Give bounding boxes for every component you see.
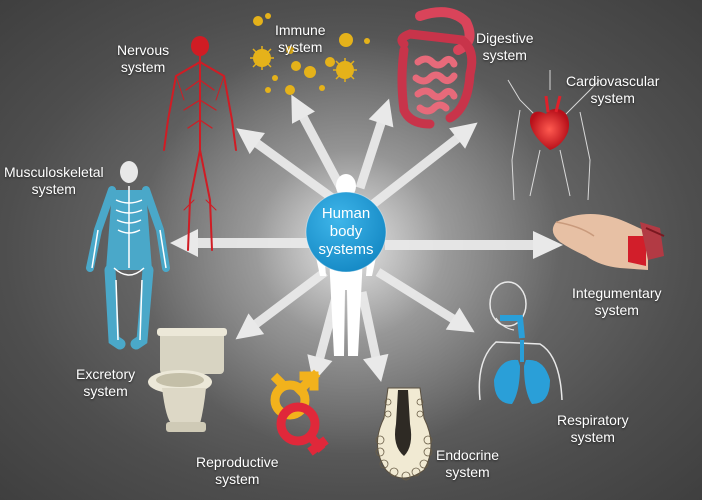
skin-hand-icon (552, 214, 665, 270)
label-musculoskeletal-system: Musculoskeletal system (4, 164, 104, 198)
arrow-endocrine (357, 291, 389, 382)
label-respiratory-line2: system (570, 429, 615, 445)
arrow-respiratory (375, 268, 475, 333)
hub-label-line3: systems (318, 241, 374, 258)
label-excretory-line2: system (83, 383, 128, 399)
label-reproductive-line1: Reproductive (196, 454, 279, 470)
label-digestive-line2: system (482, 47, 527, 63)
label-cardiovascular-line1: Cardiovascular (566, 73, 660, 89)
heart-icon (507, 70, 601, 201)
label-cardiovascular-line2: system (590, 90, 635, 106)
arrow-immune (291, 94, 346, 193)
nervous-system-icon (163, 36, 237, 251)
label-excretory-system: Excretory system (76, 366, 135, 400)
label-immune-line1: Immune (275, 22, 326, 38)
hub-label-line1: Human (321, 205, 371, 222)
label-respiratory-line1: Respiratory (557, 412, 629, 428)
label-integumentary-system: Integumentary system (572, 285, 662, 319)
label-cardiovascular-system: Cardiovascular system (566, 73, 659, 107)
hub-circle (305, 191, 387, 273)
arrows (170, 94, 563, 383)
arrow-cardiovascular (369, 122, 478, 209)
immune-cells-icon (250, 13, 370, 95)
label-integumentary-line2: system (594, 302, 639, 318)
arrow-integumentary (385, 231, 563, 259)
label-excretory-line1: Excretory (76, 366, 136, 382)
label-reproductive-system: Reproductive system (196, 454, 279, 488)
arrow-digestive (355, 98, 394, 190)
label-nervous-system: Nervous system (117, 42, 169, 76)
label-endocrine-line2: system (445, 464, 490, 480)
label-nervous-line2: system (120, 59, 166, 75)
label-respiratory-system: Respiratory system (557, 412, 629, 446)
hub-label-line2: body (329, 223, 363, 240)
arrow-musculoskeletal (170, 229, 318, 257)
label-endocrine-line1: Endocrine (436, 447, 500, 463)
arrow-nervous (236, 128, 338, 204)
label-nervous-line1: Nervous (117, 42, 170, 58)
label-musculoskeletal-line2: system (31, 181, 76, 197)
gender-symbols-icon (270, 369, 329, 456)
label-reproductive-line2: system (215, 471, 260, 487)
label-immune-line2: system (278, 39, 323, 55)
label-integumentary-line1: Integumentary (572, 285, 662, 301)
lungs-icon (478, 281, 563, 404)
label-endocrine-system: Endocrine system (436, 447, 499, 481)
gland-icon (375, 387, 433, 481)
intestines-icon (397, 7, 477, 129)
hub-label: Human body systems (286, 205, 406, 259)
label-musculoskeletal-line1: Musculoskeletal (4, 164, 104, 180)
arrow-excretory (235, 268, 328, 340)
skeleton-icon (86, 161, 170, 350)
label-immune-system: Immune system (275, 22, 326, 56)
label-digestive-line1: Digestive (476, 30, 534, 46)
label-digestive-system: Digestive system (476, 30, 534, 64)
toilet-icon (148, 328, 227, 432)
